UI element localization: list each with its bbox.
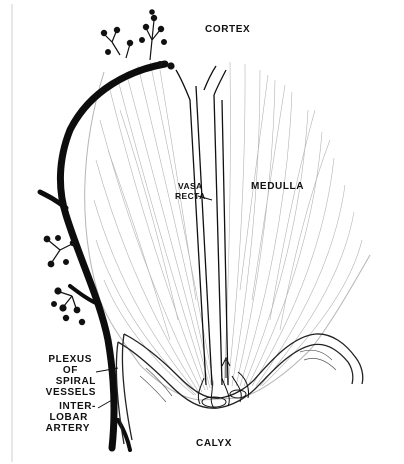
label-medulla: MEDULLA — [251, 181, 304, 193]
label-interlobar-line3: ARTERY — [36, 423, 90, 435]
interlobar-pointer — [98, 400, 112, 408]
label-plexus-line4: VESSELS — [34, 387, 96, 399]
label-vasa-recta-line1: VASA — [178, 181, 203, 191]
label-vasa-recta-line2: RECTA — [175, 191, 206, 201]
glomeruli-top — [101, 10, 174, 69]
artery-lower-stub — [118, 420, 130, 450]
label-calyx: CALYX — [196, 438, 232, 450]
vasa-recta-vessels — [176, 66, 228, 385]
label-cortex: CORTEX — [205, 24, 250, 36]
